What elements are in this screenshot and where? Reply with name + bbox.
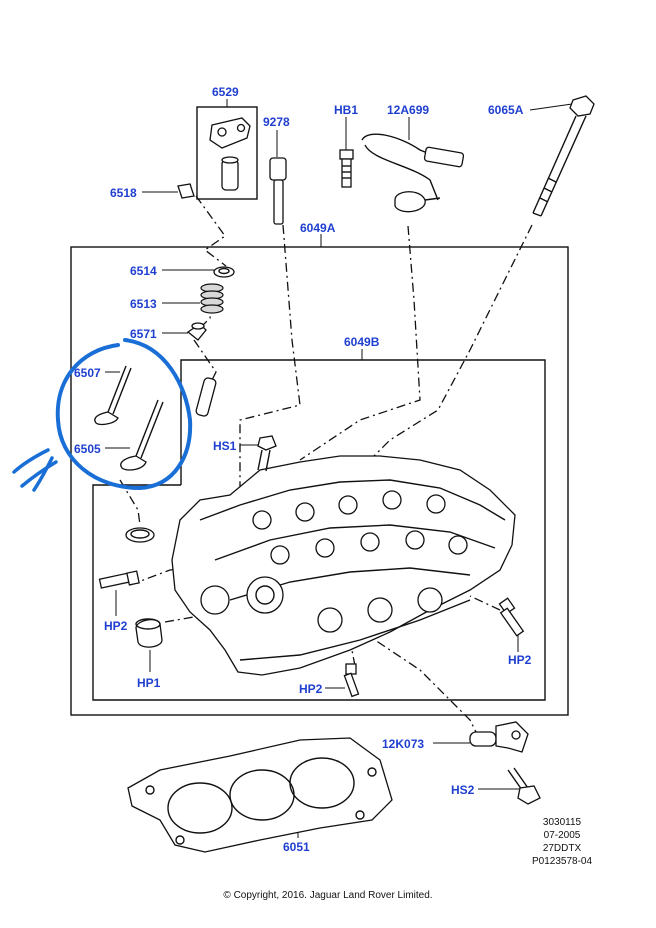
reference-line-1: 3030115 bbox=[542, 817, 582, 828]
label-9278: 9278 bbox=[263, 115, 290, 129]
label-HS2: HS2 bbox=[451, 783, 475, 797]
plug-HP1 bbox=[135, 618, 163, 648]
clip-6518 bbox=[177, 183, 195, 199]
bolt-HP2-right bbox=[498, 597, 525, 637]
label-6529: 6529 bbox=[212, 85, 239, 99]
bolt-HP2-left bbox=[98, 570, 140, 589]
label-HS1: HS1 bbox=[213, 439, 237, 453]
exhaust-valve-6505 bbox=[120, 399, 164, 471]
label-12A699: 12A699 bbox=[387, 103, 430, 117]
highlight-arrow-annotation bbox=[12, 448, 58, 492]
head-gasket-6051 bbox=[127, 737, 393, 853]
outer-frame-6049A bbox=[70, 246, 569, 716]
reference-line-2: 07-2005 bbox=[543, 830, 581, 841]
highlight-circle-annotation bbox=[55, 338, 193, 491]
label-6065A: 6065A bbox=[488, 103, 524, 117]
label-6571: 6571 bbox=[130, 327, 157, 341]
sensor-12K073 bbox=[469, 721, 529, 753]
label-12K073: 12K073 bbox=[382, 737, 425, 751]
label-HP2-left: HP2 bbox=[104, 619, 128, 633]
label-6514: 6514 bbox=[130, 264, 157, 278]
long-bolt-6065A bbox=[532, 95, 595, 217]
valve-guide bbox=[195, 377, 217, 417]
retainer-6514 bbox=[213, 266, 235, 278]
reference-code-block: 3030115 07-2005 27DDTX P0123578-04 bbox=[520, 816, 604, 868]
label-6049B: 6049B bbox=[344, 335, 380, 349]
label-6507: 6507 bbox=[74, 366, 101, 380]
label-6518: 6518 bbox=[110, 186, 137, 200]
bolt-HS2 bbox=[507, 767, 541, 805]
label-6051: 6051 bbox=[283, 840, 310, 854]
bolt-HP2-bottom bbox=[343, 663, 360, 698]
rocker-arm-6529 bbox=[209, 117, 251, 191]
knock-sensor-12A699 bbox=[361, 133, 465, 213]
sensor-9278 bbox=[269, 157, 287, 225]
label-HP1: HP1 bbox=[137, 676, 161, 690]
label-HP2-right: HP2 bbox=[508, 653, 532, 667]
bolt-HB1 bbox=[339, 149, 354, 188]
bolt-HS1 bbox=[257, 435, 277, 472]
label-HB1: HB1 bbox=[334, 103, 359, 117]
reference-line-4: P0123578-04 bbox=[531, 856, 593, 867]
label-6049A: 6049A bbox=[300, 221, 336, 235]
reference-line-3: 27DDTX bbox=[542, 843, 582, 854]
intake-valve-6507 bbox=[94, 365, 132, 425]
valve-spring-6513 bbox=[200, 283, 224, 314]
valve-seat-insert bbox=[125, 527, 155, 543]
inner-frame-6049B bbox=[92, 359, 546, 701]
copyright-notice: © Copyright, 2016. Jaguar Land Rover Lim… bbox=[223, 890, 433, 901]
valve-seal-6571 bbox=[186, 322, 207, 341]
cylinder-head-6049 bbox=[171, 455, 516, 676]
leader-lines bbox=[105, 99, 573, 838]
label-6505: 6505 bbox=[74, 442, 101, 456]
label-HP2-bottom: HP2 bbox=[299, 682, 323, 696]
label-6513: 6513 bbox=[130, 297, 157, 311]
